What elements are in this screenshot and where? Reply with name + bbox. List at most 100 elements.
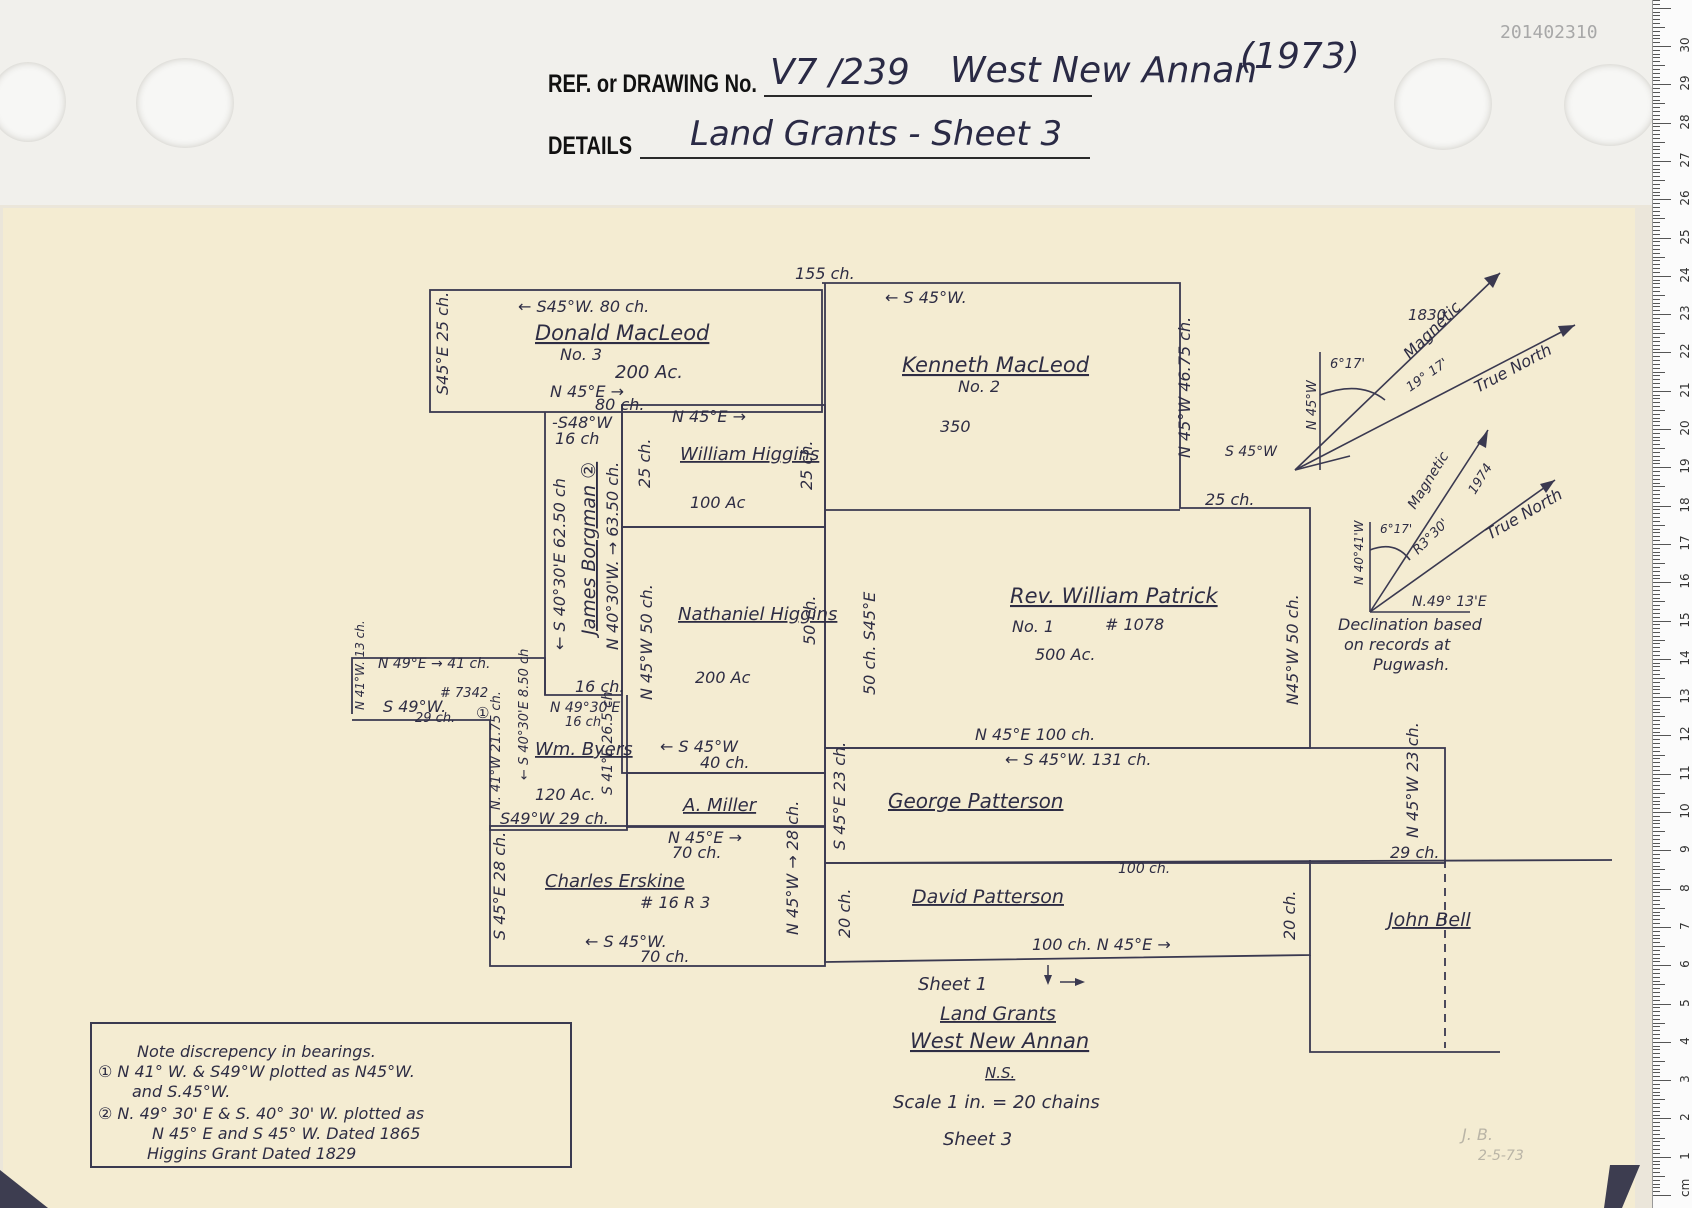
note-line-3: and S.45°W. [132, 1082, 231, 1101]
ruler-tick [1653, 1099, 1665, 1101]
ruler-tick [1653, 934, 1660, 936]
ruler-tick [1653, 1091, 1660, 1093]
ruler-tick [1653, 812, 1671, 813]
ruler-tick [1653, 1129, 1660, 1131]
ruler-tick [1653, 704, 1660, 706]
ruler-tick [1653, 379, 1660, 381]
patrick-bearing-bottom: N 45°E 100 ch. [975, 725, 1095, 744]
ruler-tick [1653, 429, 1671, 430]
ruler-tick [1653, 38, 1660, 40]
strip-dim-left: N 41°W. 13 ch. [353, 620, 367, 710]
ruler-tick [1653, 314, 1671, 316]
ruler-tick [1653, 808, 1660, 810]
ruler-tick [1653, 95, 1660, 97]
ruler-tick [1653, 157, 1660, 159]
donald-acres: 200 Ac. [615, 362, 683, 383]
compass-lower-magnetic: Magnetic [1405, 449, 1453, 512]
parcel-david-patterson [824, 860, 1311, 963]
ruler-tick [1653, 329, 1660, 331]
strip-bearing-bottom-2: 29 ch. [415, 711, 455, 726]
archive-stamp-number: 201402310 [1500, 22, 1598, 43]
ruler-tick [1653, 976, 1660, 978]
ruler-tick [1653, 658, 1671, 660]
d-patterson-name: David Patterson [912, 886, 1064, 908]
ruler-number: 26 [1678, 190, 1692, 206]
ruler-tick [1653, 1149, 1660, 1151]
ruler-tick [1653, 153, 1660, 155]
ruler-tick [1653, 1014, 1660, 1016]
ruler-tick [1653, 551, 1660, 553]
ruler-tick [1653, 42, 1660, 44]
ruler-number: 2 [1678, 1113, 1692, 1122]
ruler-tick [1653, 1164, 1660, 1166]
ruler-tick [1653, 857, 1660, 859]
ruler-tick [1653, 949, 1660, 951]
ruler-tick [1653, 275, 1671, 277]
ruler-tick [1653, 1030, 1660, 1032]
compass-upper-true-north: True North [1471, 340, 1555, 397]
ruler-tick [1653, 103, 1665, 105]
ruler-tick [1653, 961, 1660, 963]
ruler-tick [1653, 195, 1660, 197]
ruler-tick [1653, 279, 1660, 281]
ruler-tick [1653, 1126, 1660, 1128]
d-patterson-dim-left: 20 ch. [835, 889, 854, 938]
ruler-tick [1653, 61, 1660, 63]
ruler-tick [1653, 1106, 1660, 1108]
borgman-bearing-right: N 40°30'W. → 63.50 ch. [603, 462, 622, 650]
ruler-tick [1653, 68, 1660, 70]
ruler-tick [1653, 723, 1660, 725]
ruler-number: 24 [1678, 267, 1692, 283]
ruler-tick [1653, 988, 1660, 990]
ruler-tick [1653, 80, 1660, 82]
ruler-tick [1653, 674, 1660, 676]
compass-lower-angle-1: 6°17' [1380, 522, 1412, 536]
ruler-number: 8 [1678, 883, 1692, 892]
n-higgins-bearing-bottom: ← S 45°W [660, 737, 739, 756]
ruler-tick [1653, 850, 1671, 852]
ruler-tick [1653, 520, 1660, 522]
ruler-tick [1653, 762, 1660, 764]
ruler-tick [1653, 746, 1660, 748]
patrick-bearing-right: N45°W 50 ch. [1283, 594, 1302, 705]
ruler-tick [1653, 631, 1660, 633]
ruler-tick [1653, 463, 1660, 465]
corner-triangle-left [0, 1170, 48, 1208]
ruler-tick [1653, 513, 1660, 515]
ruler-unit: cm [1678, 1178, 1692, 1197]
ruler-number: 4 [1678, 1036, 1692, 1045]
ruler-tick [1653, 383, 1660, 385]
ruler-tick [1653, 566, 1660, 568]
ruler-tick [1653, 785, 1660, 787]
erskine-grant-number: # 16 R 3 [640, 893, 710, 912]
ruler-tick [1653, 980, 1660, 982]
ruler-tick [1653, 248, 1660, 250]
ruler-number: 11 [1678, 765, 1692, 781]
ruler-tick [1653, 628, 1660, 630]
ruler-tick [1653, 766, 1660, 768]
ruler-tick [1653, 873, 1660, 875]
ruler-tick [1653, 957, 1660, 959]
ruler-tick [1653, 880, 1660, 882]
ruler-tick [1653, 1118, 1671, 1120]
ruler-tick [1653, 1172, 1660, 1174]
ruler-tick [1653, 903, 1660, 905]
ruler-tick [1653, 612, 1660, 614]
ruler-tick [1653, 647, 1660, 649]
initials: J. B. [1459, 1125, 1493, 1144]
ruler-tick [1653, 111, 1660, 113]
ruler-tick [1653, 252, 1660, 254]
borgman-bearing-left: ← S 40°30'E 62.50 ch [550, 478, 569, 650]
donald-number: No. 3 [560, 345, 602, 364]
note-line-5: N 45° E and S 45° W. Dated 1865 [152, 1124, 421, 1143]
ruler-tick [1653, 65, 1665, 67]
note-line-4: ② N. 49° 30' E & S. 40° 30' W. plotted a… [98, 1104, 425, 1123]
ruler-tick [1653, 57, 1660, 59]
ruler-tick [1653, 563, 1665, 565]
compass-diagram [1294, 272, 1576, 613]
byers-bearing-bottom: S49°W 29 ch. [500, 809, 609, 828]
ruler-tick [1653, 172, 1660, 174]
ruler-tick [1653, 99, 1660, 101]
ruler-tick [1653, 662, 1660, 664]
ruler-tick [1653, 130, 1660, 132]
